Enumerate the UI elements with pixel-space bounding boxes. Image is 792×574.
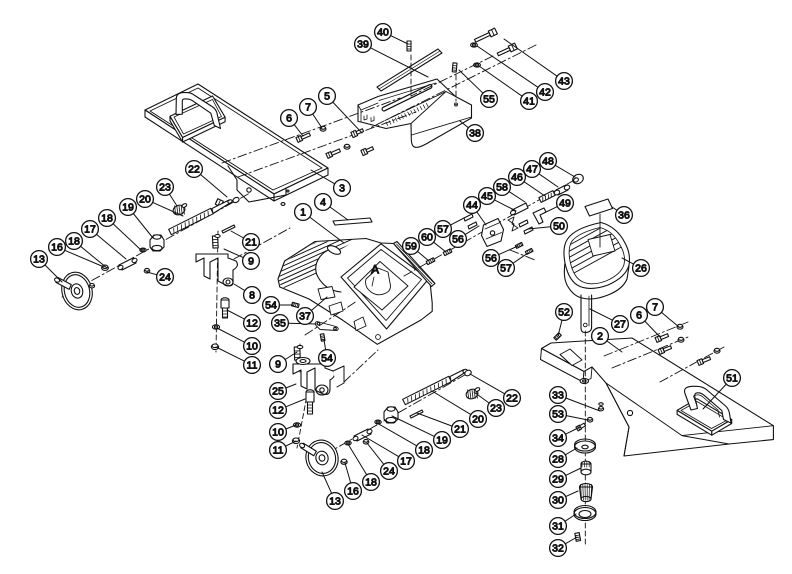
svg-text:18: 18 — [418, 444, 430, 456]
svg-text:7: 7 — [652, 301, 658, 313]
svg-text:A: A — [371, 263, 379, 277]
svg-text:18: 18 — [68, 235, 80, 247]
svg-text:47: 47 — [526, 163, 538, 175]
svg-text:8: 8 — [249, 289, 255, 301]
svg-text:32: 32 — [552, 542, 564, 554]
svg-text:18: 18 — [101, 212, 113, 224]
svg-text:42: 42 — [539, 86, 551, 98]
svg-text:16: 16 — [51, 241, 63, 253]
svg-text:39: 39 — [357, 38, 369, 50]
svg-text:10: 10 — [246, 340, 258, 352]
svg-text:9: 9 — [248, 255, 254, 267]
svg-text:25: 25 — [272, 385, 284, 397]
svg-text:58: 58 — [496, 181, 508, 193]
svg-text:37: 37 — [299, 310, 311, 322]
svg-text:12: 12 — [272, 404, 284, 416]
svg-text:26: 26 — [635, 262, 647, 274]
svg-text:24: 24 — [383, 465, 395, 477]
svg-text:33: 33 — [552, 389, 564, 401]
svg-text:6: 6 — [636, 309, 642, 321]
svg-text:16: 16 — [347, 485, 359, 497]
svg-text:54: 54 — [321, 352, 333, 364]
svg-text:13: 13 — [329, 495, 341, 507]
svg-text:34: 34 — [552, 432, 564, 444]
svg-text:48: 48 — [542, 155, 554, 167]
svg-text:2: 2 — [597, 330, 603, 342]
svg-text:19: 19 — [122, 201, 134, 213]
svg-text:20: 20 — [139, 193, 151, 205]
svg-text:17: 17 — [400, 455, 412, 467]
svg-text:40: 40 — [377, 26, 389, 38]
svg-text:13: 13 — [33, 253, 45, 265]
svg-text:10: 10 — [272, 426, 284, 438]
svg-text:20: 20 — [472, 413, 484, 425]
svg-text:57: 57 — [437, 223, 449, 235]
svg-text:30: 30 — [552, 494, 564, 506]
svg-text:17: 17 — [84, 223, 96, 235]
svg-text:5: 5 — [324, 90, 330, 102]
svg-text:53: 53 — [552, 408, 564, 420]
svg-text:3: 3 — [339, 182, 345, 194]
svg-text:11: 11 — [273, 444, 284, 456]
svg-text:4: 4 — [320, 196, 326, 208]
svg-text:9: 9 — [275, 358, 281, 370]
svg-text:22: 22 — [506, 392, 518, 404]
svg-text:29: 29 — [552, 473, 564, 485]
svg-text:56: 56 — [452, 233, 464, 245]
svg-text:49: 49 — [559, 197, 571, 209]
svg-text:35: 35 — [274, 317, 286, 329]
svg-text:52: 52 — [558, 306, 570, 318]
svg-text:56: 56 — [485, 252, 497, 264]
svg-text:36: 36 — [618, 209, 630, 221]
svg-text:59: 59 — [405, 240, 417, 252]
svg-text:60: 60 — [421, 231, 433, 243]
svg-text:41: 41 — [523, 95, 535, 107]
svg-text:1: 1 — [300, 206, 306, 218]
svg-text:44: 44 — [466, 199, 478, 211]
svg-text:51: 51 — [726, 372, 738, 384]
svg-text:45: 45 — [481, 190, 493, 202]
svg-text:24: 24 — [159, 271, 171, 283]
svg-text:46: 46 — [511, 171, 523, 183]
svg-text:12: 12 — [246, 317, 258, 329]
svg-text:57: 57 — [500, 262, 512, 274]
svg-text:18: 18 — [365, 476, 377, 488]
svg-text:11: 11 — [247, 359, 258, 371]
svg-text:50: 50 — [553, 220, 565, 232]
svg-text:38: 38 — [469, 127, 481, 139]
svg-text:23: 23 — [490, 402, 502, 414]
svg-text:54: 54 — [265, 299, 277, 311]
svg-text:21: 21 — [454, 423, 466, 435]
svg-text:23: 23 — [159, 181, 171, 193]
svg-text:43: 43 — [558, 75, 570, 87]
svg-text:22: 22 — [188, 163, 200, 175]
svg-text:31: 31 — [552, 520, 564, 532]
svg-text:21: 21 — [245, 236, 257, 248]
svg-text:28: 28 — [552, 453, 564, 465]
svg-text:6: 6 — [286, 112, 292, 124]
svg-text:19: 19 — [436, 434, 448, 446]
svg-text:7: 7 — [305, 101, 311, 113]
svg-text:27: 27 — [614, 318, 626, 330]
svg-text:55: 55 — [483, 93, 495, 105]
